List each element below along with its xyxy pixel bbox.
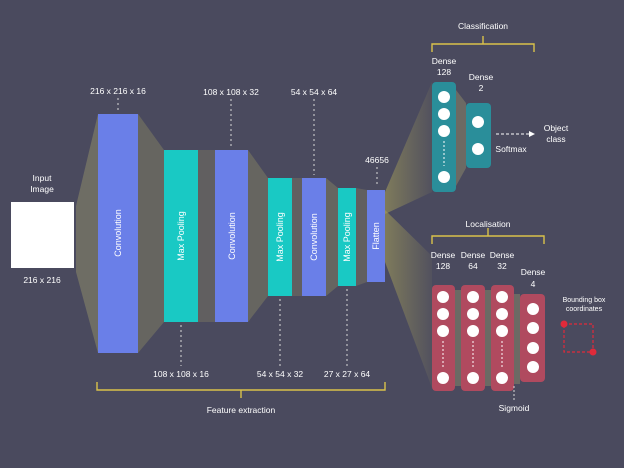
layer-label: Max Pooling bbox=[176, 211, 186, 261]
class-dense-2 bbox=[466, 103, 491, 168]
feature-extraction-label: Feature extraction bbox=[207, 405, 276, 415]
object-class-line2: class bbox=[546, 134, 565, 144]
dim-bottom-1: 108 x 108 x 16 bbox=[153, 369, 209, 379]
softmax-label: Softmax bbox=[495, 144, 527, 154]
layer-conv-2: Convolution bbox=[215, 150, 248, 322]
layer-conv-3: Convolution bbox=[302, 178, 326, 296]
dim-top-2: 108 x 108 x 32 bbox=[203, 87, 259, 97]
dimension-leaders bbox=[117, 98, 378, 366]
loc-dense-128 bbox=[432, 285, 455, 391]
layer-pool-3: Max Pooling bbox=[338, 188, 356, 286]
layer-pool-1: Max Pooling bbox=[164, 150, 198, 322]
loc-dense3-line1: Dense bbox=[490, 250, 515, 260]
class-dense1-line1: Dense bbox=[432, 56, 457, 66]
flatten-to-classification-connector bbox=[385, 82, 432, 214]
bbox-label-line1: Bounding box bbox=[563, 297, 606, 304]
dim-bottom-2: 54 x 54 x 32 bbox=[257, 369, 304, 379]
loc-dense-64 bbox=[461, 285, 485, 391]
layer-label: Convolution bbox=[227, 212, 237, 260]
dim-top-1: 216 x 216 x 16 bbox=[90, 86, 146, 96]
object-class-line1: Object bbox=[544, 123, 569, 133]
layer-pool-2: Max Pooling bbox=[268, 178, 292, 296]
class-dense1-line2: 128 bbox=[437, 67, 451, 77]
loc-dense-32 bbox=[491, 285, 514, 391]
loc-dense1-line2: 128 bbox=[436, 261, 450, 271]
layer-label: Max Pooling bbox=[275, 212, 285, 262]
loc-dense3-line2: 32 bbox=[497, 261, 507, 271]
dim-top-3: 54 x 54 x 64 bbox=[291, 87, 338, 97]
input-title-line1: Input bbox=[33, 173, 53, 183]
loc-dense2-line1: Dense bbox=[461, 250, 486, 260]
sigmoid-label: Sigmoid bbox=[499, 403, 530, 413]
bounding-box-icon bbox=[560, 320, 597, 356]
layer-label: Max Pooling bbox=[342, 212, 352, 262]
dim-top-4: 46656 bbox=[365, 155, 389, 165]
loc-dense2-line2: 64 bbox=[468, 261, 478, 271]
bbox-label-line2: coordinates bbox=[566, 306, 603, 313]
loc-dense4-line2: 4 bbox=[531, 279, 536, 289]
feature-connectors bbox=[76, 114, 367, 353]
layer-label: Flatten bbox=[371, 222, 381, 250]
loc-dense4-line1: Dense bbox=[521, 267, 546, 277]
class-connector bbox=[456, 90, 466, 186]
class-dense2-line2: 2 bbox=[479, 83, 484, 93]
localisation-brace bbox=[431, 228, 545, 244]
layer-flatten: Flatten bbox=[367, 190, 385, 282]
input-size: 216 x 216 bbox=[23, 275, 61, 285]
dim-bottom-3: 27 x 27 x 64 bbox=[324, 369, 371, 379]
input-title-line2: Image bbox=[30, 184, 54, 194]
flatten-to-localisation-connector bbox=[385, 210, 432, 388]
layer-conv-1: Convolution bbox=[98, 114, 138, 353]
localisation-label: Localisation bbox=[466, 219, 511, 229]
loc-dense-4 bbox=[520, 294, 545, 382]
classification-label: Classification bbox=[458, 21, 508, 31]
loc-connectors bbox=[455, 290, 520, 386]
classification-brace bbox=[431, 36, 535, 52]
class-dense2-line1: Dense bbox=[469, 72, 494, 82]
input-image bbox=[11, 202, 74, 268]
class-dense-128 bbox=[432, 82, 456, 192]
layer-label: Convolution bbox=[113, 209, 123, 257]
loc-dense1-line1: Dense bbox=[431, 250, 456, 260]
layer-label: Convolution bbox=[309, 213, 319, 261]
feature-extraction-brace bbox=[96, 382, 386, 398]
